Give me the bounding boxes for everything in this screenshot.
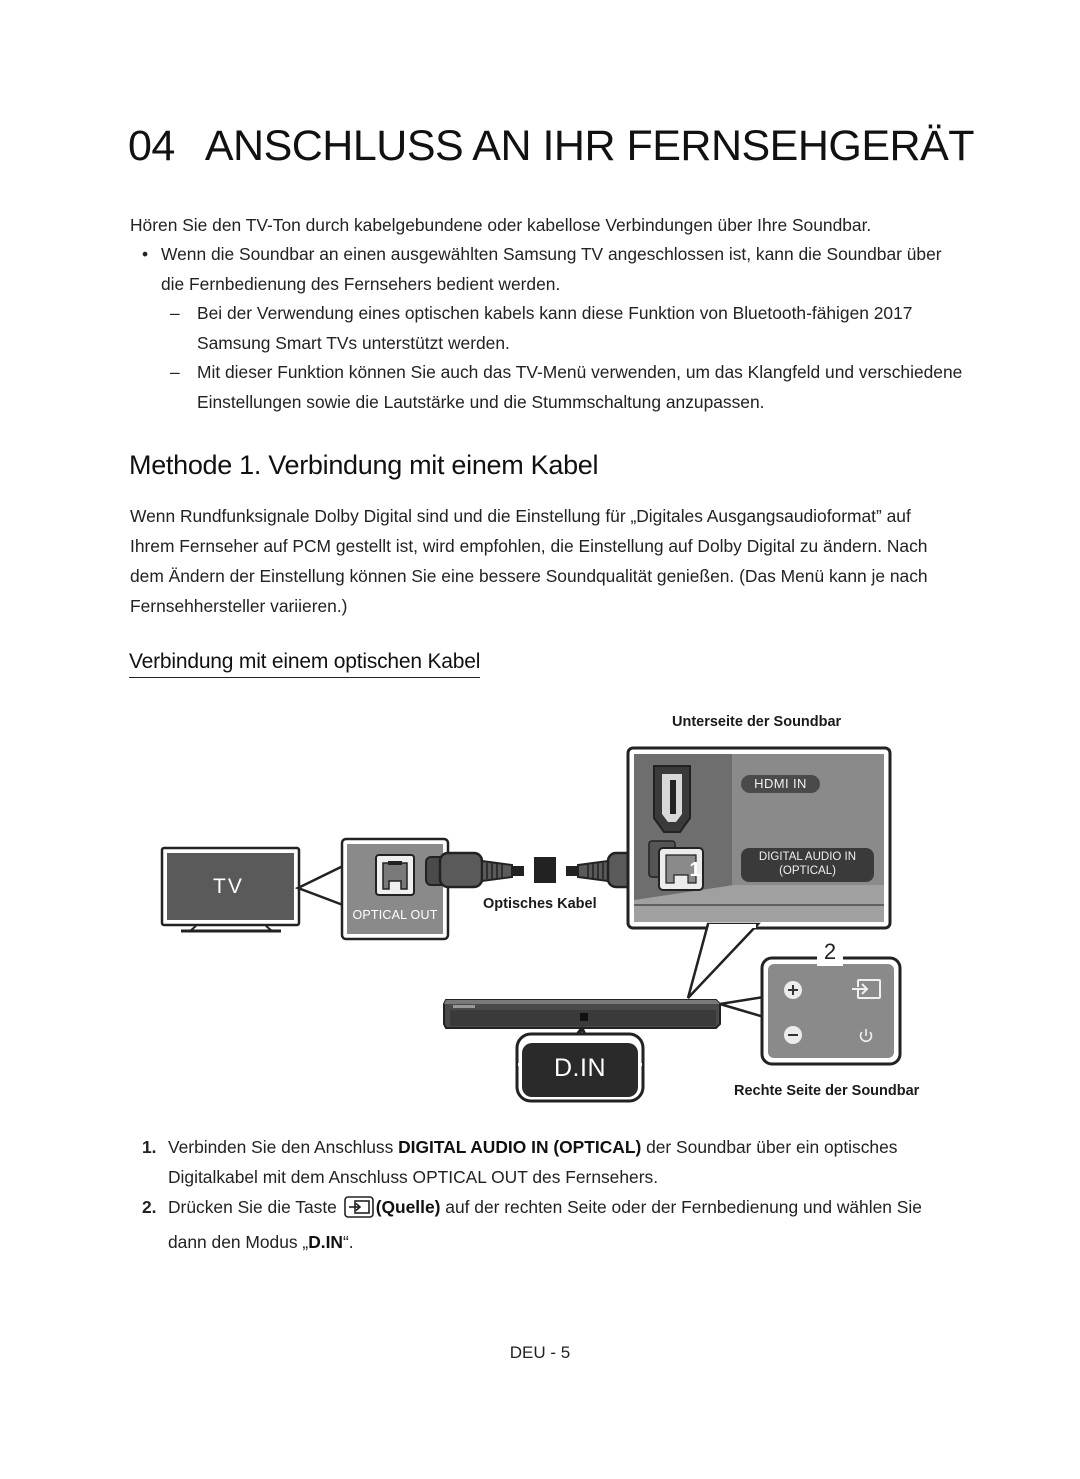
dash-marker: – [170,362,180,382]
digital-audio-label-2: (OPTICAL) [779,865,836,877]
method-heading: Methode 1. Verbindung mit einem Kabel [129,450,599,480]
hdmi-port-icon [653,765,691,833]
bullet-marker: • [142,244,149,264]
chapter-title: 04 ANSCHLUSS AN IHR FERNSEHGERÄT [128,122,975,171]
step-badge-1: 1 [689,859,701,881]
method-paragraph: Wenn Rundfunksignale Dolby Digital sind … [130,506,928,616]
optical-out-panel [340,837,450,941]
chapter-heading: ANSCHLUSS AN IHR FERNSEHGERÄT [204,122,975,170]
power-icon [859,1029,873,1043]
step-1: 1. Verbinden Sie den Anschluss DIGITAL A… [142,1132,962,1192]
minus-icon [784,1026,802,1044]
tv-label: TV [213,875,244,898]
dash-marker: – [170,303,180,323]
step-text: Verbinden Sie den Anschluss [168,1137,399,1157]
mode-name: D.IN [308,1232,343,1252]
digital-audio-port [648,840,704,891]
plus-icon [784,981,802,999]
optical-subheading: Verbindung mit einem optischen Kabel [129,650,480,678]
bullet-item: • Wenn die Soundbar an einen ausgewählte… [142,239,962,299]
optical-out-label: OPTICAL OUT [352,908,438,922]
display-din [515,1032,645,1103]
label-right-side: Rechte Seite der Soundbar [734,1083,920,1099]
step-text: auf der rechten Seite oder der Fernbedie… [168,1197,922,1252]
source-icon [850,979,881,999]
step-2: 2. Drücken Sie die Taste (Quelle) auf de… [142,1192,962,1257]
soundbar-right-panel [760,956,902,1066]
page-number: DEU - 5 [509,1343,571,1362]
chapter-number: 04 [128,122,175,170]
optical-port-icon [375,854,415,896]
connection-diagram: Unterseite der Soundbar TV OPTICAL OUT O… [150,700,940,1110]
digital-audio-label-1: DIGITAL AUDIO IN [758,851,857,863]
soundbar-bottom-panel [626,746,892,930]
sub-item-text: Bei der Verwendung eines optischen kabel… [197,303,913,353]
intro-text: Hören Sie den TV-Ton durch kabelgebunden… [130,215,872,235]
step-text: Drücken Sie die Taste [168,1197,342,1217]
sub-item-2: – Mit dieser Funktion können Sie auch da… [170,357,970,417]
label-cable: Optisches Kabel [483,896,597,912]
sub-item-1: – Bei der Verwendung eines optischen kab… [170,298,970,358]
sub-item-text: Mit dieser Funktion können Sie auch das … [197,362,963,412]
button-name: (Quelle) [375,1197,441,1217]
label-bottom-side: Unterseite der Soundbar [672,714,842,730]
display-mode-text: D.IN [554,1054,606,1082]
step-text: der Soundbar über ein optisches Digitalk… [168,1137,898,1187]
port-name: DIGITAL AUDIO IN (OPTICAL) [398,1137,642,1157]
step-badge-2: 2 [823,939,837,964]
step-number: 2. [142,1197,157,1217]
steps-list: 1. Verbinden Sie den Anschluss DIGITAL A… [142,1132,962,1257]
hdmi-in-label: HDMI IN [754,776,807,791]
tv-icon [160,846,301,933]
step-number: 1. [142,1137,157,1157]
bullet-text: Wenn die Soundbar an einen ausgewählten … [161,244,942,294]
cable-plug-left [425,851,524,889]
source-button-icon [343,1196,374,1227]
step-text: “. [342,1232,354,1252]
soundbar [443,999,721,1029]
